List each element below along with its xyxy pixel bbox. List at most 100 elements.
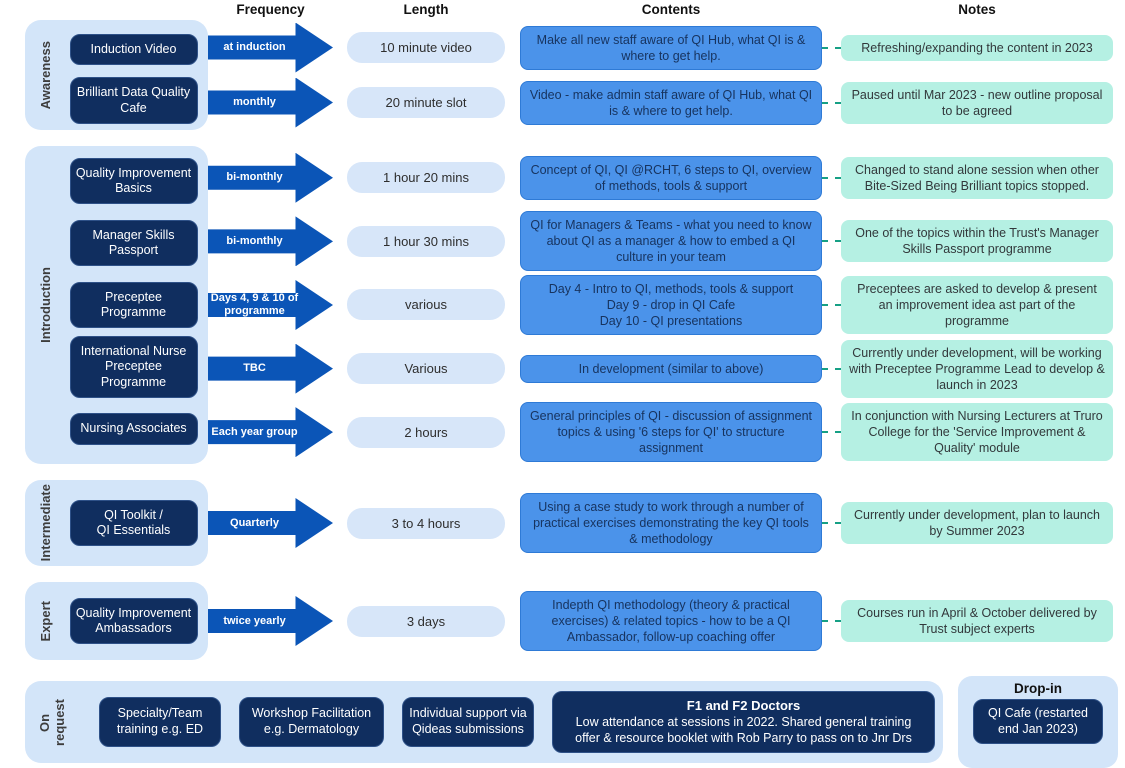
category-label-introduction: Introduction xyxy=(37,267,53,343)
frequency-label: Days 4, 9 & 10 of programme xyxy=(210,292,299,317)
frequency-arrow: monthly xyxy=(208,77,333,128)
length-pill: 3 days xyxy=(347,605,505,637)
course-box-nursing-associates: Nursing Associates xyxy=(69,413,198,445)
contents-box: Using a case study to work through a num… xyxy=(520,493,822,553)
frequency-label: TBC xyxy=(243,362,266,375)
section-awareness: Awareness Induction Video Brilliant Data… xyxy=(25,20,1125,130)
on-request-item-f1-f2-doctors: F1 and F2 Doctors Low attendance at sess… xyxy=(552,690,935,754)
contents-box: Day 4 - Intro to QI, methods, tools & su… xyxy=(520,274,822,335)
frequency-label: bi-monthly xyxy=(226,235,283,248)
connector-line xyxy=(822,431,841,434)
course-box-manager-skills-passport: Manager Skills Passport xyxy=(69,219,198,267)
row-international-nurse-preceptee: TBC Various In development (similar to a… xyxy=(208,337,1125,401)
connector-line xyxy=(822,303,841,306)
row-preceptee-programme: Days 4, 9 & 10 of programme various Day … xyxy=(208,273,1125,337)
length-pill: 1 hour 30 mins xyxy=(347,225,505,257)
notes-box: Currently under development, will be wor… xyxy=(841,339,1113,398)
contents-box: QI for Managers & Teams - what you need … xyxy=(520,211,822,272)
notes-box: Preceptees are asked to develop & presen… xyxy=(841,275,1113,334)
row-induction-video: at induction 10 minute video Make all ne… xyxy=(208,20,1125,75)
row-qi-ambassadors: twice yearly 3 days Indepth QI methodolo… xyxy=(208,582,1125,660)
frequency-arrow: bi-monthly xyxy=(208,152,333,203)
length-pill: 2 hours xyxy=(347,416,505,448)
frequency-arrow: Each year group xyxy=(208,407,333,458)
contents-box: Make all new staff aware of QI Hub, what… xyxy=(520,25,822,70)
length-pill: 10 minute video xyxy=(347,32,505,63)
frequency-arrow: TBC xyxy=(208,343,333,394)
column-header-length: Length xyxy=(403,2,449,17)
notes-box: One of the topics within the Trust's Man… xyxy=(841,220,1113,263)
row-manager-skills-passport: bi-monthly 1 hour 30 mins QI for Manager… xyxy=(208,210,1125,274)
frequency-arrow: at induction xyxy=(208,22,333,73)
frequency-arrow: Quarterly xyxy=(208,498,333,548)
frequency-arrow: bi-monthly xyxy=(208,216,333,267)
on-request-item-specialty-team: Specialty/Team training e.g. ED xyxy=(99,697,221,747)
contents-box: General principles of QI - discussion of… xyxy=(520,402,822,463)
notes-box: Paused until Mar 2023 - new outline prop… xyxy=(841,81,1113,124)
category-label-on-request: On request xyxy=(37,698,67,746)
category-container-intermediate: Intermediate QI Toolkit / QI Essentials xyxy=(25,480,208,566)
on-request-container: On request Specialty/Team training e.g. … xyxy=(25,681,943,763)
section-introduction: Introduction Quality Improvement Basics … xyxy=(25,146,1125,464)
section-expert: Expert Quality Improvement Ambassadors t… xyxy=(25,582,1125,660)
frequency-label: Each year group xyxy=(211,425,298,438)
frequency-label: monthly xyxy=(233,96,276,109)
course-box-international-nurse-preceptee: International Nurse Preceptee Programme xyxy=(69,336,198,398)
row-qi-toolkit-essentials: Quarterly 3 to 4 hours Using a case stud… xyxy=(208,480,1125,566)
column-header-contents: Contents xyxy=(641,2,701,17)
contents-box: In development (similar to above) xyxy=(520,354,822,383)
drop-in-container: Drop-in QI Cafe (restarted end Jan 2023) xyxy=(958,676,1118,768)
course-box-brilliant-data-quality-cafe: Brilliant Data Quality Cafe xyxy=(69,77,198,124)
course-box-qi-basics: Quality Improvement Basics xyxy=(69,157,198,205)
category-container-expert: Expert Quality Improvement Ambassadors xyxy=(25,582,208,660)
f1-f2-title: F1 and F2 Doctors xyxy=(686,697,801,713)
column-headers: Frequency Length Contents Notes xyxy=(25,2,1125,20)
contents-box: Concept of QI, QI @RCHT, 6 steps to QI, … xyxy=(520,155,822,200)
column-header-frequency: Frequency xyxy=(236,2,305,17)
on-request-item-workshop-facilitation: Workshop Facilitation e.g. Dermatology xyxy=(239,697,384,747)
category-label-awareness: Awareness xyxy=(37,40,53,110)
contents-box: Indepth QI methodology (theory & practic… xyxy=(520,591,822,651)
frequency-arrow: twice yearly xyxy=(208,596,333,646)
drop-in-title: Drop-in xyxy=(1014,681,1062,696)
contents-box: Video - make admin staff aware of QI Hub… xyxy=(520,80,822,125)
row-brilliant-data-quality-cafe: monthly 20 minute slot Video - make admi… xyxy=(208,75,1125,130)
section-intermediate: Intermediate QI Toolkit / QI Essentials … xyxy=(25,480,1125,566)
category-container-introduction: Introduction Quality Improvement Basics … xyxy=(25,146,208,464)
frequency-label: twice yearly xyxy=(223,614,286,627)
length-pill: 3 to 4 hours xyxy=(347,507,505,539)
connector-line xyxy=(822,240,841,243)
frequency-label: bi-monthly xyxy=(226,171,283,184)
connector-line xyxy=(822,367,841,370)
connector-line xyxy=(822,101,841,104)
notes-box: Changed to stand alone session when othe… xyxy=(841,156,1113,199)
f1-f2-body: Low attendance at sessions in 2022. Shar… xyxy=(575,715,912,745)
category-label-intermediate: Intermediate xyxy=(37,484,53,562)
course-box-preceptee-programme: Preceptee Programme xyxy=(69,281,198,329)
category-label-expert: Expert xyxy=(37,600,53,642)
category-container-awareness: Awareness Induction Video Brilliant Data… xyxy=(25,20,208,130)
course-box-induction-video: Induction Video xyxy=(69,33,198,66)
connector-line xyxy=(822,46,841,49)
length-pill: 20 minute slot xyxy=(347,87,505,118)
length-pill: Various xyxy=(347,353,505,385)
notes-box: Refreshing/expanding the content in 2023 xyxy=(841,34,1113,61)
row-nursing-associates: Each year group 2 hours General principl… xyxy=(208,400,1125,464)
frequency-arrow: Days 4, 9 & 10 of programme xyxy=(208,279,333,330)
connector-line xyxy=(822,620,841,622)
row-qi-basics: bi-monthly 1 hour 20 mins Concept of QI,… xyxy=(208,146,1125,210)
notes-box: Courses run in April & October delivered… xyxy=(841,600,1113,642)
on-request-item-individual-support: Individual support via Qideas submission… xyxy=(402,697,534,747)
connector-line xyxy=(822,176,841,179)
frequency-label: Quarterly xyxy=(230,516,279,529)
frequency-label: at induction xyxy=(223,41,286,54)
course-box-qi-toolkit-essentials: QI Toolkit / QI Essentials xyxy=(69,499,198,547)
notes-box: In conjunction with Nursing Lecturers at… xyxy=(841,403,1113,462)
column-header-notes: Notes xyxy=(958,2,996,17)
course-box-qi-ambassadors: Quality Improvement Ambassadors xyxy=(69,597,198,645)
bottom-row: On request Specialty/Team training e.g. … xyxy=(25,676,1125,768)
length-pill: 1 hour 20 mins xyxy=(347,162,505,194)
connector-line xyxy=(822,522,841,524)
notes-box: Currently under development, plan to lau… xyxy=(841,502,1113,544)
